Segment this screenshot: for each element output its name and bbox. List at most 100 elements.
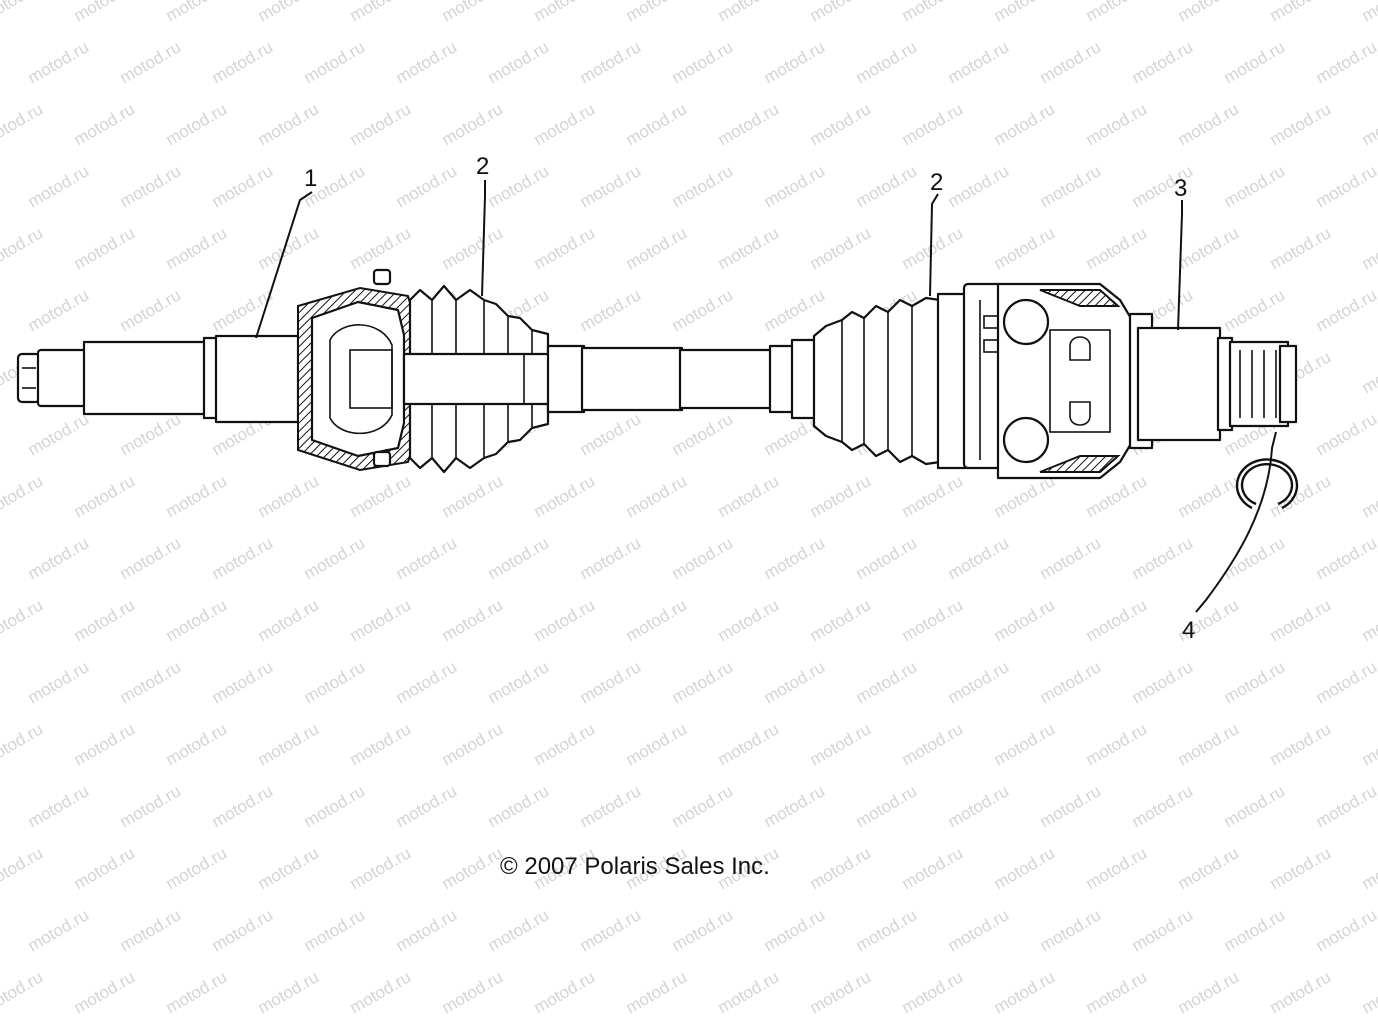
watermark-text: motod.ru bbox=[25, 1029, 93, 1033]
watermark-text: motod.ru bbox=[209, 1029, 277, 1033]
watermark-text: motod.ru bbox=[991, 595, 1059, 645]
watermark-text: motod.ru bbox=[1313, 1029, 1378, 1033]
watermark-text: motod.ru bbox=[1313, 533, 1378, 583]
watermark-text: motod.ru bbox=[715, 99, 783, 149]
watermark-text: motod.ru bbox=[485, 657, 553, 707]
watermark-text: motod.ru bbox=[0, 0, 46, 25]
watermark-text: motod.ru bbox=[255, 223, 323, 273]
watermark-text: motod.ru bbox=[899, 471, 967, 521]
watermark-text: motod.ru bbox=[945, 1029, 1013, 1033]
watermark-text: motod.ru bbox=[1175, 471, 1243, 521]
callout-2-inner-boot: 2 bbox=[476, 153, 489, 180]
watermark-text: motod.ru bbox=[807, 843, 875, 893]
watermark-text: motod.ru bbox=[1221, 161, 1289, 211]
watermark-text: motod.ru bbox=[1267, 471, 1335, 521]
watermark-text: motod.ru bbox=[0, 719, 46, 769]
watermark-text: motod.ru bbox=[255, 0, 323, 25]
watermark-text: motod.ru bbox=[347, 967, 415, 1017]
watermark-text: motod.ru bbox=[485, 905, 553, 955]
watermark-text: motod.ru bbox=[163, 967, 231, 1017]
drive-shaft-assembly bbox=[16, 268, 1299, 510]
watermark-text: motod.ru bbox=[807, 223, 875, 273]
watermark-text: motod.ru bbox=[1129, 905, 1197, 955]
watermark-text: motod.ru bbox=[945, 533, 1013, 583]
watermark-text: motod.ru bbox=[761, 1029, 829, 1033]
watermark-text: motod.ru bbox=[1083, 967, 1151, 1017]
watermark-text: motod.ru bbox=[577, 905, 645, 955]
watermark-text: motod.ru bbox=[1129, 781, 1197, 831]
watermark-text: motod.ru bbox=[945, 657, 1013, 707]
watermark-text: motod.ru bbox=[485, 161, 553, 211]
watermark-text: motod.ru bbox=[485, 533, 553, 583]
watermark-text: motod.ru bbox=[669, 533, 737, 583]
watermark-text: motod.ru bbox=[163, 99, 231, 149]
watermark-text: motod.ru bbox=[1175, 967, 1243, 1017]
watermark-text: motod.ru bbox=[1037, 161, 1105, 211]
watermark-text: motod.ru bbox=[715, 223, 783, 273]
watermark-text: motod.ru bbox=[117, 1029, 185, 1033]
watermark-text: motod.ru bbox=[117, 657, 185, 707]
watermark-text: motod.ru bbox=[899, 719, 967, 769]
watermark-text: motod.ru bbox=[1359, 223, 1378, 273]
watermark-text: motod.ru bbox=[1267, 0, 1335, 25]
watermark-text: motod.ru bbox=[71, 99, 139, 149]
watermark-text: motod.ru bbox=[0, 223, 46, 273]
cv-joint-outer bbox=[936, 282, 1134, 480]
watermark-text: motod.ru bbox=[301, 657, 369, 707]
callout-1: 1 bbox=[304, 165, 317, 192]
watermark-text: motod.ru bbox=[761, 905, 829, 955]
watermark-text: motod.ru bbox=[71, 471, 139, 521]
watermark-text: motod.ru bbox=[163, 471, 231, 521]
watermark-text: motod.ru bbox=[71, 595, 139, 645]
watermark-text: motod.ru bbox=[945, 37, 1013, 87]
watermark-text: motod.ru bbox=[1037, 37, 1105, 87]
watermark-text: motod.ru bbox=[761, 533, 829, 583]
watermark-text: motod.ru bbox=[393, 905, 461, 955]
watermark-text: motod.ru bbox=[669, 409, 737, 459]
watermark-text: motod.ru bbox=[1037, 533, 1105, 583]
watermark-text: motod.ru bbox=[25, 905, 93, 955]
watermark-text: motod.ru bbox=[71, 223, 139, 273]
watermark-text: motod.ru bbox=[1267, 843, 1335, 893]
watermark-text: motod.ru bbox=[1313, 657, 1378, 707]
watermark-text: motod.ru bbox=[669, 37, 737, 87]
watermark-text: motod.ru bbox=[945, 905, 1013, 955]
watermark-text: motod.ru bbox=[853, 533, 921, 583]
watermark-text: motod.ru bbox=[1083, 843, 1151, 893]
watermark-text: motod.ru bbox=[0, 967, 46, 1017]
callout-4: 4 bbox=[1182, 617, 1195, 644]
watermark-text: motod.ru bbox=[577, 37, 645, 87]
watermark-text: motod.ru bbox=[117, 409, 185, 459]
watermark-text: motod.ru bbox=[899, 595, 967, 645]
watermark-text: motod.ru bbox=[623, 99, 691, 149]
watermark-text: motod.ru bbox=[669, 905, 737, 955]
watermark-text: motod.ru bbox=[1221, 781, 1289, 831]
watermark-text: motod.ru bbox=[347, 595, 415, 645]
watermark-text: motod.ru bbox=[301, 37, 369, 87]
watermark-text: motod.ru bbox=[761, 657, 829, 707]
watermark-text: motod.ru bbox=[71, 719, 139, 769]
watermark-text: motod.ru bbox=[715, 595, 783, 645]
watermark-text: motod.ru bbox=[301, 781, 369, 831]
watermark-text: motod.ru bbox=[25, 657, 93, 707]
watermark-text: motod.ru bbox=[117, 161, 185, 211]
watermark-text: motod.ru bbox=[439, 99, 507, 149]
watermark-text: motod.ru bbox=[1129, 1029, 1197, 1033]
watermark-text: motod.ru bbox=[1175, 223, 1243, 273]
watermark-text: motod.ru bbox=[991, 719, 1059, 769]
watermark-text: motod.ru bbox=[439, 843, 507, 893]
watermark-text: motod.ru bbox=[1129, 37, 1197, 87]
watermark-text: motod.ru bbox=[1313, 409, 1378, 459]
leader-lines bbox=[255, 180, 1277, 613]
watermark-text: motod.ru bbox=[899, 843, 967, 893]
watermark-text: motod.ru bbox=[439, 967, 507, 1017]
center-shaft bbox=[402, 338, 818, 420]
watermark-text: motod.ru bbox=[1037, 1029, 1105, 1033]
left-stub-end bbox=[16, 334, 300, 424]
watermark-text: motod.ru bbox=[255, 967, 323, 1017]
watermark-text: motod.ru bbox=[1037, 781, 1105, 831]
watermark-text: motod.ru bbox=[853, 905, 921, 955]
watermark-text: motod.ru bbox=[1221, 1029, 1289, 1033]
watermark-text: motod.ru bbox=[439, 471, 507, 521]
watermark-text: motod.ru bbox=[899, 967, 967, 1017]
